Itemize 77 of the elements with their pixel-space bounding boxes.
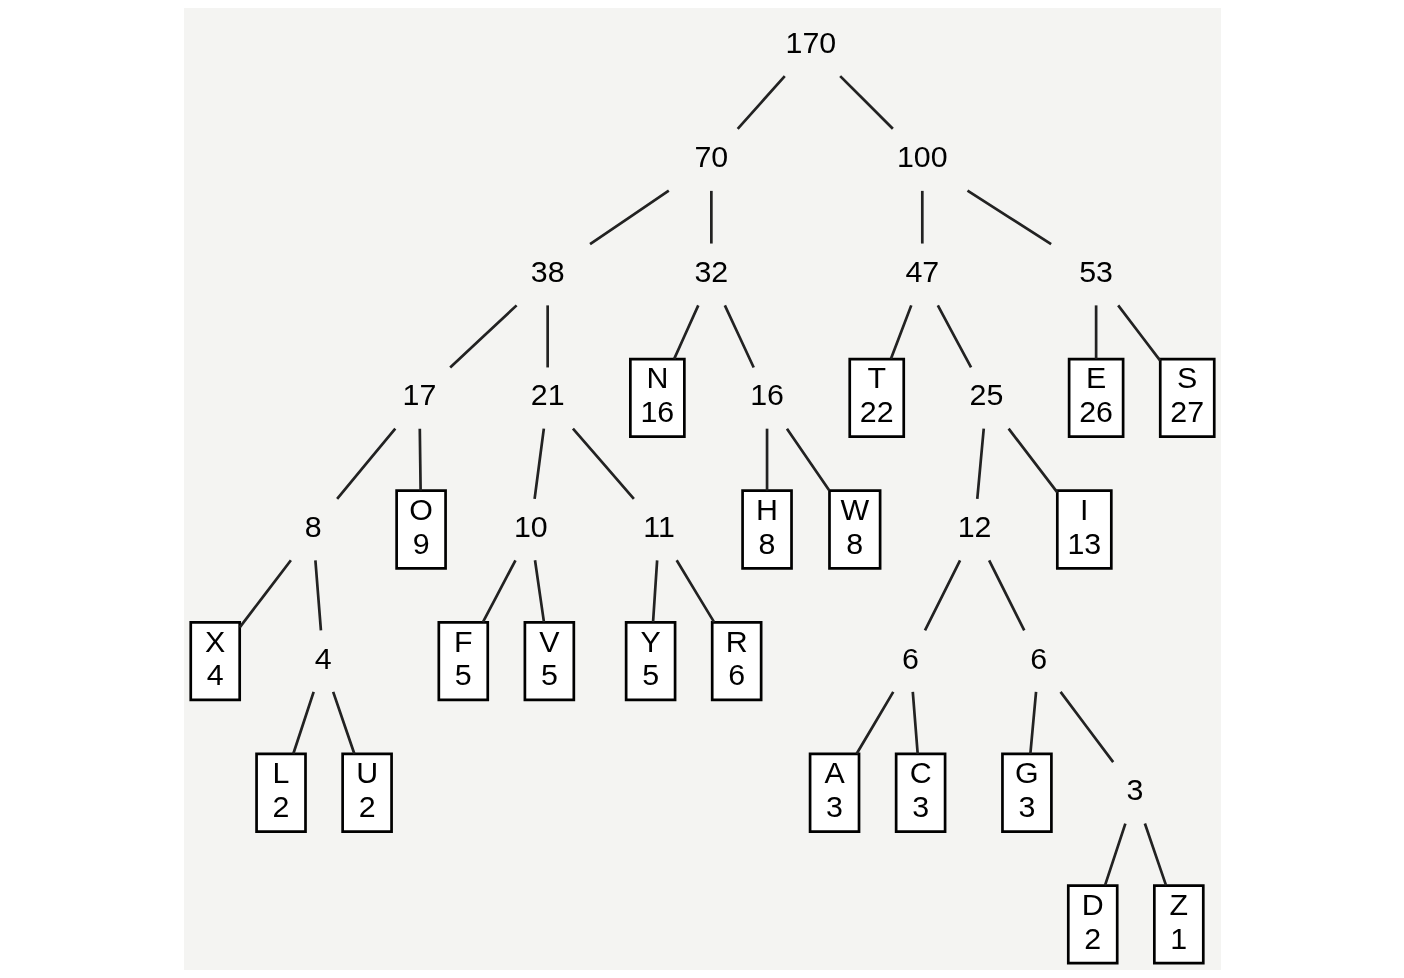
connector [238,559,292,629]
node-text: 8 [304,509,322,543]
node-box: F 5 [436,620,489,702]
connector [533,560,545,623]
node-box: N 16 [628,357,686,439]
connector [709,190,713,244]
node-box: T 22 [847,357,905,439]
node-text: 170 [785,25,836,59]
node-box: Y 5 [624,620,676,702]
node-text: 6 [901,641,919,675]
node-box: H 8 [740,489,793,570]
node-text: 21 [530,378,565,412]
node-text: 17 [402,378,436,412]
node-box: D 2 [1066,884,1119,965]
connector [417,428,422,491]
node-text: 12 [957,509,992,543]
connector [1028,691,1037,754]
connector [532,428,545,499]
node-box: X 4 [188,620,241,702]
connector [291,691,315,755]
node-box: L 2 [254,752,307,833]
connector [923,559,961,632]
node-box: E 26 [1067,357,1124,439]
node-box: A 3 [808,752,860,833]
node-text: 25 [969,378,1003,412]
node-text: 6 [1029,641,1047,675]
connector [1007,427,1058,494]
connector [1059,691,1114,763]
connector [723,304,755,369]
node-box: I 13 [1055,489,1113,570]
node-box: R 6 [710,620,762,702]
connector [736,75,786,130]
connector [910,691,919,754]
connector [313,560,322,631]
connector [920,190,924,244]
node-text: 53 [1078,255,1113,289]
connector [481,559,517,623]
node-text: 4 [314,641,332,675]
node-box: U 2 [340,752,393,833]
connector [889,304,913,360]
connector [672,304,699,360]
connector [854,691,894,755]
connector [966,189,1052,246]
node-box: W 8 [827,489,881,570]
connector [571,427,635,500]
connector [675,559,715,623]
node-box: Z 1 [1152,884,1205,965]
connector [331,691,356,755]
node-text: 10 [513,509,548,543]
connector [838,75,894,130]
node-text: 47 [904,255,939,289]
node-box: C 3 [894,752,946,833]
node-box: V 5 [523,620,575,702]
connector [651,560,658,623]
node-text: 38 [530,255,565,289]
node-text: 32 [693,255,728,289]
connector [765,428,768,491]
connector [1143,823,1167,886]
connector [1116,304,1161,362]
connector [936,304,972,369]
connector [1094,305,1097,359]
connector [785,427,830,492]
connector [545,305,549,368]
connector [1103,823,1127,886]
node-text: 100 [896,140,948,174]
node-text: 11 [642,509,675,543]
connector [335,427,396,500]
node-box: S 27 [1158,357,1216,439]
node-box: G 3 [1000,752,1053,833]
connector [987,559,1025,632]
connector [448,304,518,369]
connector [975,428,985,499]
node-text: 16 [749,378,784,412]
connector [588,189,670,246]
node-text: 70 [693,140,728,174]
node-box: O 9 [394,489,447,570]
node-text: 3 [1125,773,1143,807]
